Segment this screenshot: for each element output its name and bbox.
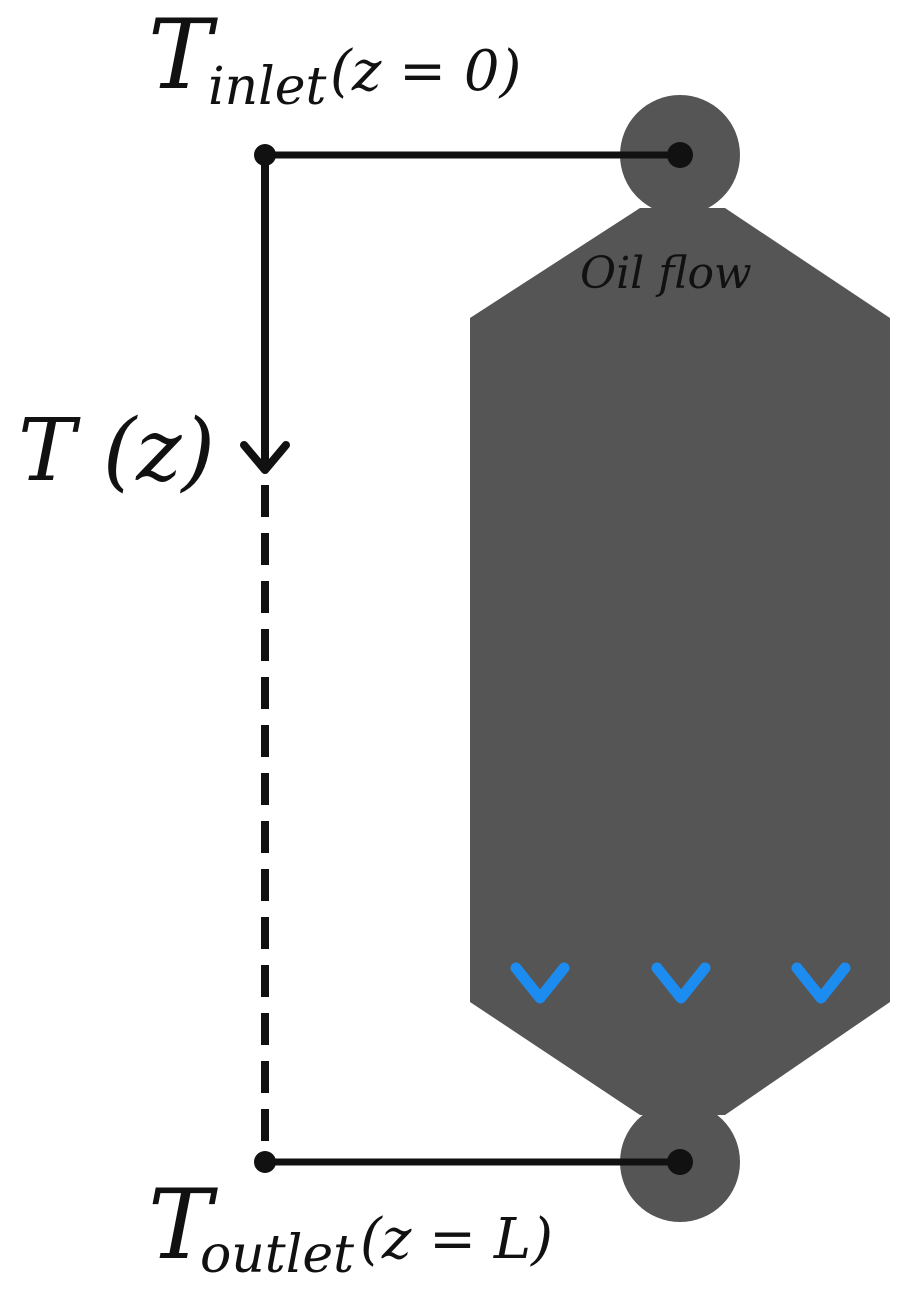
outlet-subscript: outlet <box>200 1225 354 1285</box>
temperature-profile <box>240 142 693 1175</box>
inlet-symbol: T <box>148 0 218 111</box>
outlet-dot-left <box>254 1151 276 1173</box>
oil-flow-label: Oil flow <box>580 248 752 299</box>
down-arrow-icon <box>791 962 851 1004</box>
down-arrow-icon <box>651 962 711 1004</box>
outlet-label: T outlet (z = L) <box>148 1169 553 1285</box>
down-arrow-icon <box>240 441 290 474</box>
outlet-argument: (z = L) <box>360 1207 553 1272</box>
outlet-dot-right <box>667 1149 693 1175</box>
flow-arrows <box>510 314 851 1004</box>
inlet-argument: (z = 0) <box>330 39 521 104</box>
flow-arrow-3 <box>791 314 851 1004</box>
inlet-dot-right <box>667 142 693 168</box>
inlet-subscript: inlet <box>208 57 327 117</box>
down-arrow-icon <box>510 962 570 1004</box>
flow-arrow-2 <box>651 314 711 1004</box>
outlet-symbol: T <box>148 1169 218 1281</box>
profile-label: T (z) <box>18 401 215 501</box>
flow-arrow-1 <box>510 314 570 1004</box>
inlet-label: T inlet (z = 0) <box>148 0 521 117</box>
